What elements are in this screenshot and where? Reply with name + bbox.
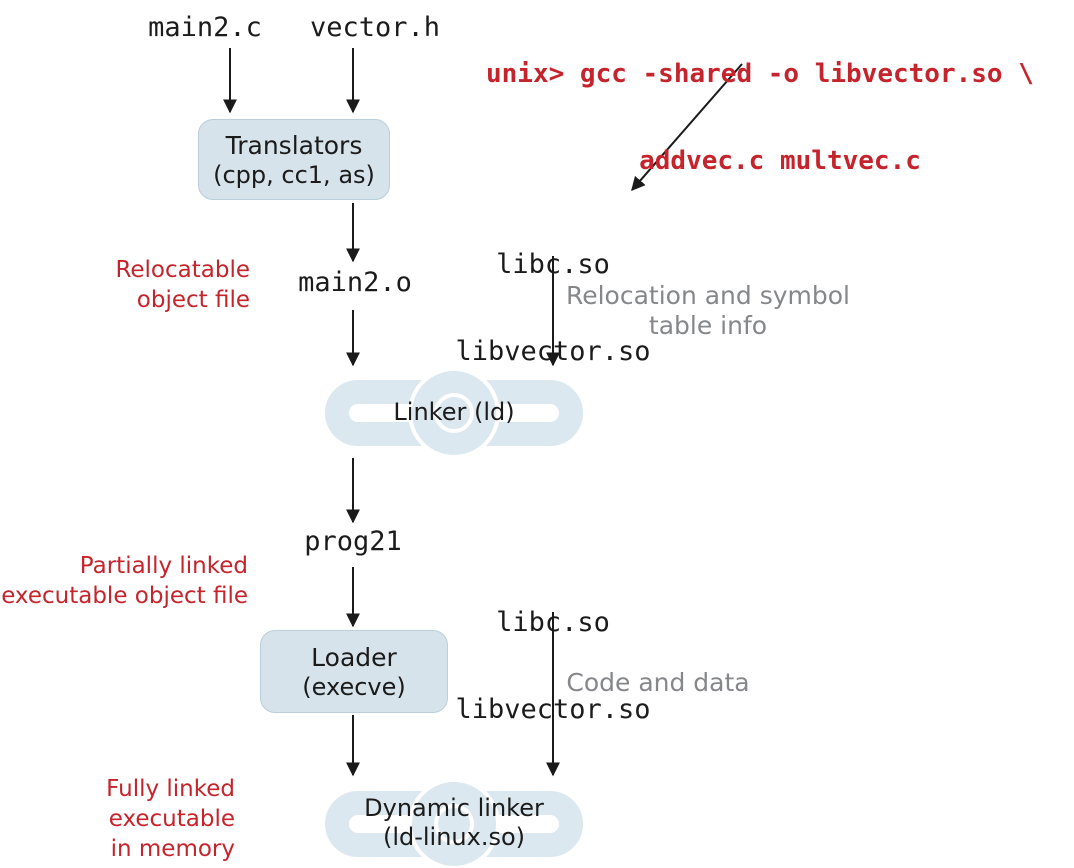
shell-command: unix> gcc -shared -o libvector.so \ addv… [486,2,1074,234]
label-vector-h: vector.h [309,12,441,43]
note-relocation-symbol-info: Relocation and symbol table info [558,281,858,341]
loader-subtitle: (execve) [302,672,406,701]
dynamic-linker-label: Dynamic linker (ld-linux.so) [364,794,544,852]
note-fully-linked: Fully linked executable in memory [40,774,235,864]
note-fully-line2: executable [108,806,235,832]
note-partially-line1: Partially linked [79,553,248,579]
dynamic-linker-title: Dynamic linker [364,794,544,822]
note-fully-line3: in memory [110,836,235,862]
linker-label: Linker (ld) [393,397,515,426]
shared-libs-loader-line1: libc.so [496,607,610,638]
translators-subtitle: (cpp, cc1, as) [213,160,375,189]
note-code-and-data: Code and data [566,668,750,697]
dynamic-linker-subtitle: (ld-linux.so) [382,823,526,851]
note-relocation-line2: table info [648,311,768,340]
note-relocatable-line2: object file [136,287,250,313]
loader-box: Loader (execve) [260,630,448,713]
translators-title: Translators [225,130,363,160]
label-prog21: prog21 [304,526,402,557]
shared-libs-linker-line1: libc.so [496,249,610,280]
chain-link-icon [325,368,583,456]
shell-command-line2: addvec.c multvec.c [639,146,921,176]
note-partially-linked: Partially linked executable object file [0,551,248,611]
shared-libs-loader: libc.so libvector.so [450,550,656,782]
note-relocatable-line1: Relocatable [115,257,250,283]
shared-libs-linker-line2: libvector.so [455,336,651,367]
note-relocatable-object-file: Relocatable object file [50,255,250,315]
note-relocation-line1: Relocation and symbol [565,281,851,310]
shared-libs-loader-line2: libvector.so [455,694,651,725]
shell-command-line1: unix> gcc -shared -o libvector.so \ [486,59,1034,89]
note-fully-line1: Fully linked [106,776,235,802]
loader-title: Loader [311,642,397,672]
label-main2-o: main2.o [298,267,412,298]
dynamic-linker-node: Dynamic linker (ld-linux.so) [323,779,585,867]
translators-box: Translators (cpp, cc1, as) [198,119,390,200]
linker-node: Linker (ld) [323,368,585,456]
label-main2-c: main2.c [148,12,262,43]
chain-link-icon [325,779,583,867]
shared-libs-linker: libc.so libvector.so [450,192,656,424]
note-partially-line2: executable object file [1,583,248,609]
